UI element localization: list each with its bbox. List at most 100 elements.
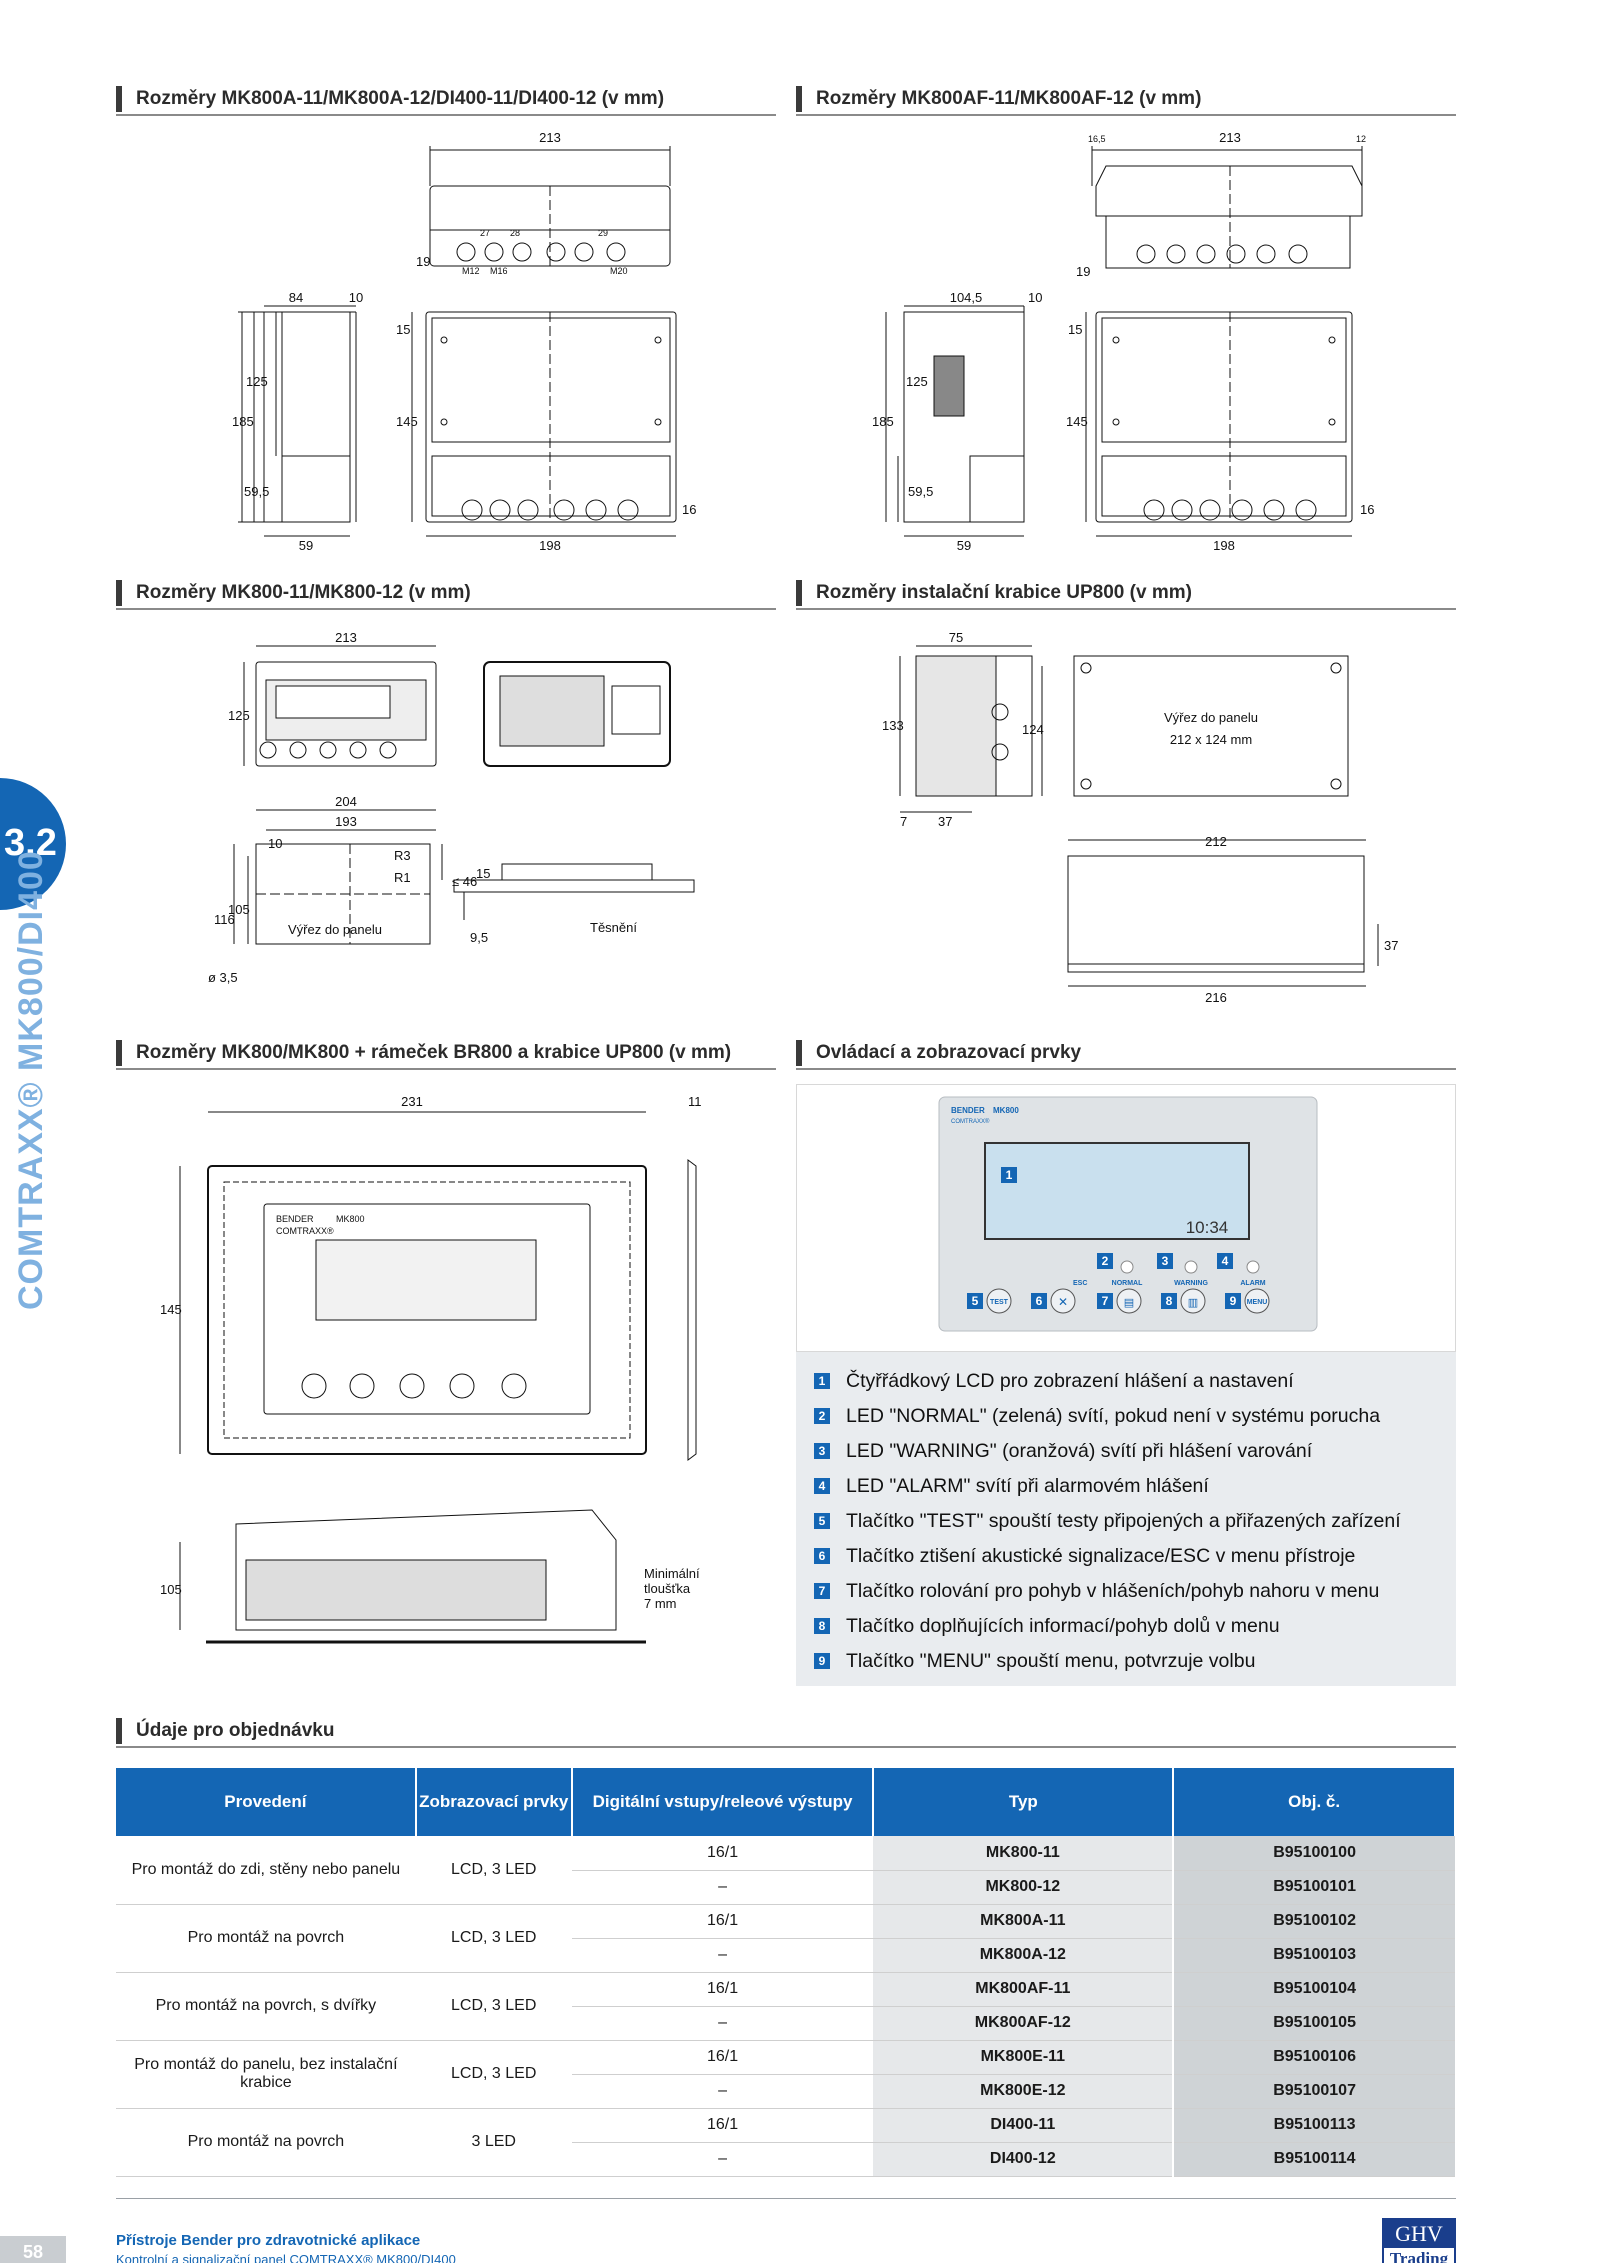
legend-text: Tlačítko "TEST" spouští testy připojenýc… bbox=[846, 1510, 1401, 1532]
dim-label: ≤ 46 bbox=[452, 874, 477, 889]
section-title: Rozměry MK800AF-11/MK800AF-12 (v mm) bbox=[816, 88, 1202, 109]
section-title: Rozměry MK800/MK800 + rámeček BR800 a kr… bbox=[136, 1042, 732, 1063]
section-header-dim-frame: Rozměry MK800/MK800 + rámeček BR800 a kr… bbox=[116, 1036, 776, 1070]
dim-label: 125 bbox=[228, 708, 250, 723]
order-table: Provedení Zobrazovací prvky Digitální vs… bbox=[116, 1768, 1456, 2177]
callout-3: 3 bbox=[1162, 1254, 1169, 1268]
io-cell: 16/1 bbox=[571, 2108, 874, 2143]
model-label: MK800 bbox=[993, 1106, 1019, 1115]
callout-2: 2 bbox=[1102, 1254, 1109, 1268]
info-down-button[interactable]: 8 ▥ bbox=[1161, 1288, 1206, 1314]
legend-number: 8 bbox=[814, 1618, 830, 1634]
dim-label: 10 bbox=[268, 836, 282, 851]
dim-label: 37 bbox=[938, 814, 952, 829]
io-cell: – bbox=[571, 2142, 874, 2177]
typ-cell: MK800-12 bbox=[873, 1870, 1175, 1905]
typ-cell: MK800AF-12 bbox=[873, 2006, 1175, 2041]
mute-esc-button[interactable]: 6 ✕ ESC bbox=[1031, 1280, 1087, 1314]
brand-label: BENDER bbox=[276, 1214, 314, 1224]
menu-label: MENU bbox=[1247, 1299, 1268, 1306]
cutout-label: Výřez do panelu bbox=[1164, 710, 1258, 725]
table-row: Pro montáž na povrch LCD, 3 LED 16/1 MK8… bbox=[116, 1904, 1455, 1973]
obj-cell: B95100106 bbox=[1173, 2040, 1455, 2075]
provedeni-cell: Pro montáž na povrch bbox=[116, 2108, 416, 2177]
dim-label: 16 bbox=[682, 502, 696, 517]
dim-label: 15 bbox=[1068, 322, 1082, 337]
dim-label: 213 bbox=[335, 630, 357, 645]
gland-label: M12 bbox=[462, 266, 480, 276]
display-cell: LCD, 3 LED bbox=[415, 1836, 572, 1905]
legend-number: 5 bbox=[814, 1513, 830, 1529]
typ-cell: MK800E-11 bbox=[873, 2040, 1175, 2075]
led-normal-label: NORMAL bbox=[1112, 1280, 1143, 1287]
table-row: Pro montáž na povrch 3 LED 16/1 DI400-11… bbox=[116, 2108, 1455, 2177]
dim-label: 105 bbox=[228, 902, 250, 917]
dim-label: 212 bbox=[1205, 834, 1227, 849]
callout-7: 7 bbox=[1102, 1294, 1109, 1308]
display-cell: 3 LED bbox=[415, 2108, 572, 2177]
section-title: Rozměry MK800A-11/MK800A-12/DI400-11/DI4… bbox=[136, 88, 665, 109]
figure-mk800a-dimensions: 213 84 10 19 185 125 59,5 15 145 59 198 … bbox=[116, 126, 776, 556]
dim-label: 16 bbox=[1360, 502, 1374, 517]
section-header-dim-mk800a: Rozměry MK800A-11/MK800A-12/DI400-11/DI4… bbox=[116, 82, 776, 116]
dim-label: 204 bbox=[335, 794, 357, 809]
ghv-logo: GHV Trading bbox=[1382, 2218, 1456, 2263]
scroll-icon: ▤ bbox=[1124, 1296, 1134, 1309]
dim-label: 104,5 bbox=[950, 290, 983, 305]
scroll-up-button[interactable]: 7 ▤ bbox=[1097, 1288, 1142, 1314]
dim-label: 10 bbox=[349, 290, 363, 305]
legend-text: Tlačítko ztišení akustické signalizace/E… bbox=[846, 1545, 1356, 1567]
logo-top: GHV bbox=[1384, 2220, 1454, 2248]
legend-number: 3 bbox=[814, 1443, 830, 1459]
dim-label: 185 bbox=[872, 414, 894, 429]
esc-label: ESC bbox=[1073, 1280, 1087, 1287]
footer-subtitle: Kontrolní a signalizační panel COMTRAXX®… bbox=[116, 2252, 456, 2263]
io-cell: – bbox=[571, 2006, 874, 2041]
table-row: Pro montáž do zdi, stěny nebo panelu LCD… bbox=[116, 1836, 1455, 1905]
led-alarm-icon bbox=[1246, 1260, 1260, 1274]
test-label: TEST bbox=[990, 1299, 1009, 1306]
legend-number: 6 bbox=[814, 1548, 830, 1564]
gland-label: M16 bbox=[490, 266, 508, 276]
menu-button[interactable]: 9 MENU bbox=[1225, 1288, 1270, 1314]
legend-text: LED "NORMAL" (zelená) svítí, pokud není … bbox=[846, 1405, 1381, 1427]
obj-cell: B95100101 bbox=[1173, 1870, 1455, 1905]
lcd-time: 10:34 bbox=[1186, 1218, 1229, 1237]
legend-text: LED "ALARM" svítí při alarmovém hlášení bbox=[846, 1475, 1209, 1497]
obj-cell: B95100113 bbox=[1173, 2108, 1455, 2143]
table-header: Provedení bbox=[116, 1768, 417, 1836]
io-cell: 16/1 bbox=[571, 1904, 874, 1939]
dim-label: 213 bbox=[539, 130, 561, 145]
display-cell: LCD, 3 LED bbox=[415, 2040, 572, 2109]
legend-item: 5 Tlačítko "TEST" spouští testy připojený… bbox=[814, 1510, 1401, 1533]
footer-title: Přístroje Bender pro zdravotnické aplika… bbox=[116, 2232, 421, 2249]
seal-label: Těsnění bbox=[590, 920, 637, 935]
table-header: Digitální vstupy/releové výstupy bbox=[571, 1768, 875, 1836]
legend-number: 1 bbox=[814, 1373, 830, 1389]
figure-up800-dimensions: 75 133 124 7 37 Výřez do panelu 212 x 12… bbox=[796, 624, 1456, 1024]
dim-label: 12 bbox=[1356, 134, 1366, 144]
section-title: Údaje pro objednávku bbox=[136, 1720, 335, 1741]
section-header-controls: Ovládací a zobrazovací prvky bbox=[796, 1036, 1456, 1070]
typ-cell: DI400-11 bbox=[873, 2108, 1175, 2143]
dim-label: 59 bbox=[957, 538, 971, 553]
section-header-dim-up800: Rozměry instalační krabice UP800 (v mm) bbox=[796, 576, 1456, 610]
display-cell: LCD, 3 LED bbox=[415, 1972, 572, 2041]
dim-label: 10 bbox=[1028, 290, 1042, 305]
legend-number: 4 bbox=[814, 1478, 830, 1494]
test-button[interactable]: 5 TEST bbox=[967, 1288, 1012, 1314]
led-warning-icon bbox=[1184, 1260, 1198, 1274]
io-cell: – bbox=[571, 1870, 874, 1905]
typ-cell: DI400-12 bbox=[873, 2142, 1175, 2177]
legend-item: 4 LED "ALARM" svítí při alarmovém hlášení bbox=[814, 1475, 1209, 1498]
dim-label: 125 bbox=[246, 374, 268, 389]
dim-label: 198 bbox=[539, 538, 561, 553]
dim-label: 193 bbox=[335, 814, 357, 829]
led-warning-label: WARNING bbox=[1174, 1280, 1208, 1287]
dim-label: 37 bbox=[1384, 938, 1398, 953]
table-header: Zobrazovací prvky bbox=[415, 1768, 573, 1836]
legend-text: Tlačítko "MENU" spouští menu, potvrzuje … bbox=[846, 1650, 1256, 1672]
